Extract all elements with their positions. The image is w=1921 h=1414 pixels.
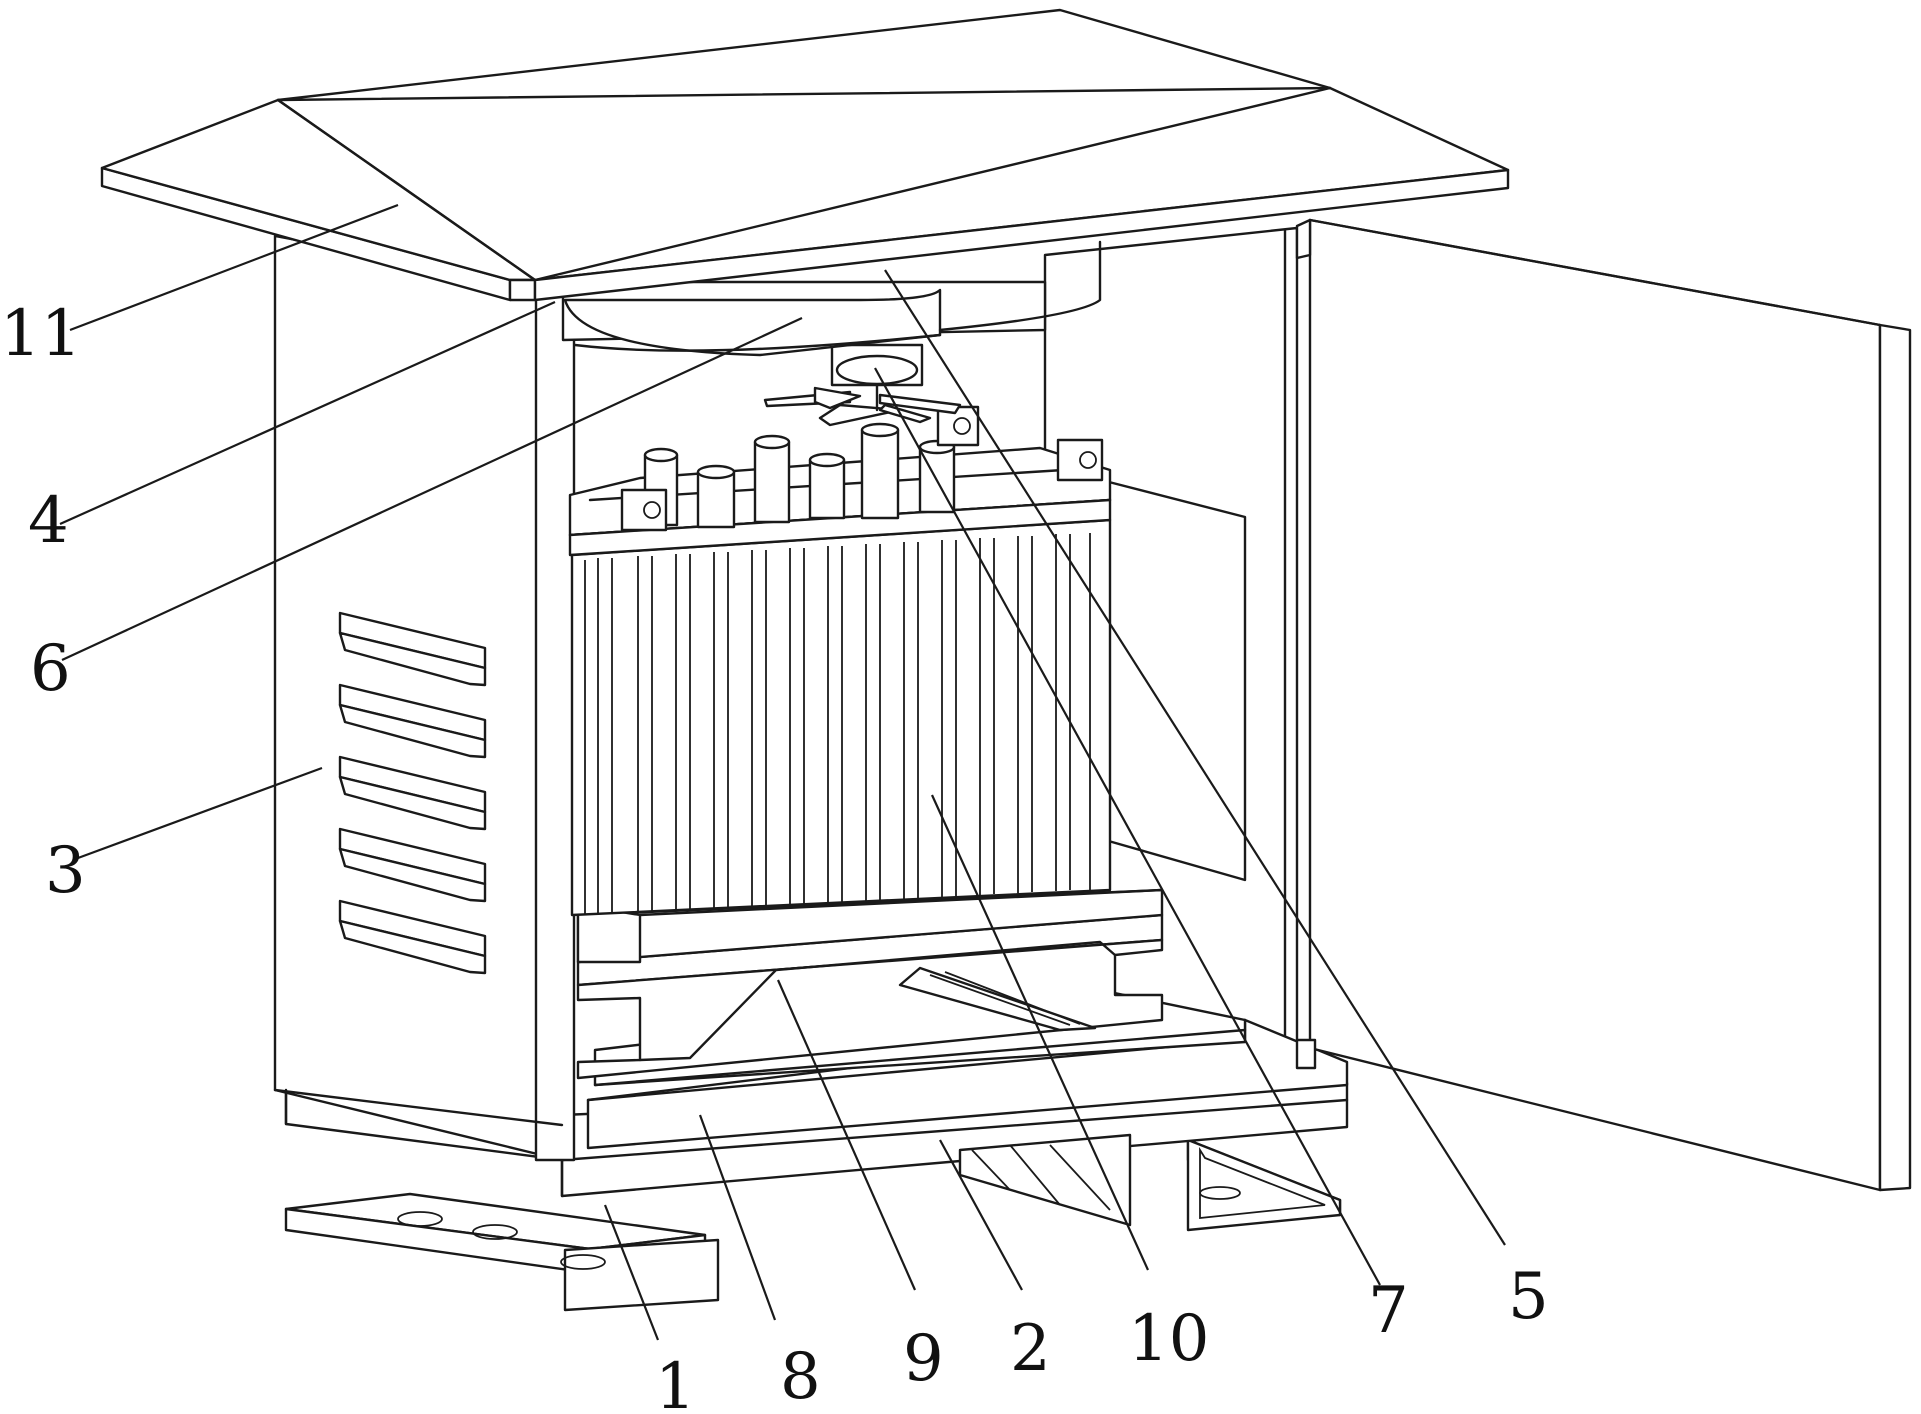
label-7: 7 <box>1368 1274 1409 1348</box>
label-2: 2 <box>1010 1312 1051 1386</box>
cabinet-base <box>284 1081 1349 1227</box>
label-8: 8 <box>780 1340 821 1414</box>
cabinet-door <box>1295 218 1912 1192</box>
label-6: 6 <box>30 632 71 706</box>
leader-lines <box>59 203 1506 1341</box>
mounting-foot-left <box>284 1192 720 1312</box>
cabinet-roof <box>100 8 1510 302</box>
label-1: 1 <box>655 1350 696 1414</box>
vent-louvres <box>338 611 487 975</box>
label-11: 11 <box>0 297 81 371</box>
ceiling-mount <box>561 240 1102 357</box>
label-3: 3 <box>45 834 86 908</box>
terminal-posts <box>620 405 1104 532</box>
cooling-fan <box>763 343 962 427</box>
back-panel <box>1103 479 1247 882</box>
bottom-support <box>576 913 1349 1150</box>
label-9: 9 <box>903 1322 944 1396</box>
label-10: 10 <box>1128 1302 1209 1376</box>
label-5: 5 <box>1508 1260 1549 1334</box>
label-4: 4 <box>28 484 69 558</box>
mounting-foot-right <box>1186 1138 1342 1232</box>
reference-numerals: 11 4 6 3 5 7 10 2 9 8 1 <box>0 297 1549 1414</box>
